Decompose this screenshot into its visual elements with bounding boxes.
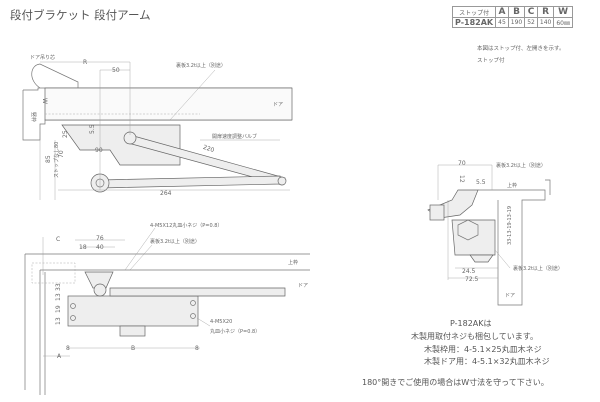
label-jamb: 竪枠 bbox=[30, 112, 37, 122]
table-cell: P-182AK bbox=[451, 17, 497, 28]
dim-76: 76 bbox=[96, 235, 104, 242]
dim-13: 13 bbox=[55, 293, 62, 301]
note-180-warning: 180°開きでご使用の場合はW寸法を守って下さい。 bbox=[362, 378, 549, 387]
label-door-pivot: ドア吊り芯 bbox=[30, 54, 55, 61]
dim-stack: 33-13-19-13-19 bbox=[507, 206, 513, 245]
dim-8: 8 bbox=[195, 345, 199, 352]
dim-a: A bbox=[57, 353, 62, 360]
front-shaft bbox=[93, 283, 107, 297]
dim-85: 85 bbox=[45, 155, 52, 163]
dim-70-side: 70 bbox=[458, 160, 466, 167]
table-cell: 140 bbox=[536, 17, 555, 28]
side-valve bbox=[469, 254, 494, 263]
label-back-plate-side-1: 裏板3.2t以上（別途） bbox=[496, 162, 546, 169]
dim-5-5-side: 5.5 bbox=[476, 179, 486, 186]
door-pivot-bracket bbox=[31, 63, 79, 89]
front-view: 4-M5X12丸皿小ネジ（P=0.8） 裏板3.2t以上（別途） C 76 18… bbox=[24, 222, 310, 395]
label-door: ドア bbox=[273, 102, 283, 108]
label-head: 上枠 bbox=[288, 259, 298, 266]
frame-head bbox=[24, 253, 310, 395]
dim-r: R bbox=[83, 59, 87, 66]
side-view: 70 裏板3.2t以上（別途） 5.5 12 上枠 33-13-19-13-19… bbox=[427, 160, 563, 306]
dim-19: 19 bbox=[55, 305, 62, 313]
dim-12: 12 bbox=[458, 175, 465, 183]
closer-valve bbox=[119, 325, 146, 337]
label-door-front: ドア bbox=[298, 283, 308, 289]
note-frame-screws: 木製枠用：4-5.1×25丸皿木ネジ bbox=[424, 345, 542, 354]
label-back-plate-front: 裏板3.2t以上（別途） bbox=[150, 238, 200, 245]
table-cell: 60㎜ bbox=[553, 17, 573, 28]
label-speed-valve: 開扉速度調整バルブ bbox=[212, 133, 257, 140]
spec-table: ストップ付 A B C R W P-182AK 45 190 52 140 60… bbox=[451, 6, 573, 28]
dim-stop-none-80: ストップなし80 bbox=[53, 142, 60, 178]
bracket-body bbox=[61, 124, 181, 166]
label-screw-m5x20-type: 丸皿小ネジ（P=0.8） bbox=[210, 328, 260, 335]
hex-nut bbox=[457, 219, 479, 241]
label-screw-m5x12: 4-M5X12丸皿小ネジ（P=0.8） bbox=[150, 222, 222, 229]
dim-90: 90 bbox=[95, 147, 103, 154]
forearm bbox=[99, 175, 281, 189]
top-view: ドア吊り芯 R 50 裏板3.2t以上（別途） W ドア 竪枠 開扉速度調整バル… bbox=[22, 54, 293, 200]
door-panel bbox=[44, 87, 293, 121]
dim-72-5: 72.5 bbox=[465, 276, 479, 283]
dim-50: 50 bbox=[112, 67, 120, 74]
label-back-plate: 裏板3.2t以上（別途） bbox=[176, 62, 226, 69]
label-back-plate-side-2: 裏板3.2t以上（別途） bbox=[513, 265, 563, 272]
dim-w: W bbox=[41, 98, 48, 104]
dim-b: B bbox=[131, 345, 135, 352]
closer-body bbox=[67, 295, 199, 327]
note-model: P-182AKは bbox=[450, 319, 492, 328]
table-row: P-182AK 45 190 52 140 60㎜ bbox=[451, 17, 573, 28]
note-door-screws: 木製ドア用：4-5.1×32丸皿木ネジ bbox=[424, 357, 550, 366]
label-head-side: 上枠 bbox=[507, 182, 517, 189]
dim-8: 8 bbox=[66, 345, 70, 352]
page-title: 段付ブラケット 段付アーム bbox=[10, 8, 151, 22]
dim-24-5: 24.5 bbox=[462, 268, 476, 275]
note-left-hand: 本図はストップ付、左開きを示す。 bbox=[477, 46, 565, 52]
dim-25: 25 bbox=[62, 130, 69, 138]
arm-joint bbox=[277, 176, 287, 186]
note-stop: ストップ付 bbox=[477, 58, 505, 64]
side-shaft bbox=[429, 204, 445, 221]
front-arm bbox=[109, 287, 286, 297]
dim-70: 70 bbox=[58, 150, 65, 158]
dim-18: 18 bbox=[79, 244, 87, 251]
label-door-side: ドア bbox=[505, 293, 515, 299]
label-screw-m5x20: 4-M5X20 bbox=[210, 319, 232, 325]
dim-33: 33 bbox=[55, 283, 62, 291]
dim-40: 40 bbox=[96, 244, 104, 251]
dim-264: 264 bbox=[160, 190, 172, 197]
dim-13: 13 bbox=[55, 317, 62, 325]
dim-220: 220 bbox=[202, 144, 215, 154]
table-cell: 190 bbox=[507, 17, 526, 28]
dim-5-5: 5.5 bbox=[89, 124, 96, 134]
dim-c: C bbox=[56, 236, 60, 243]
note-screws-included: 木製用取付ネジも梱包しています。 bbox=[411, 332, 538, 341]
